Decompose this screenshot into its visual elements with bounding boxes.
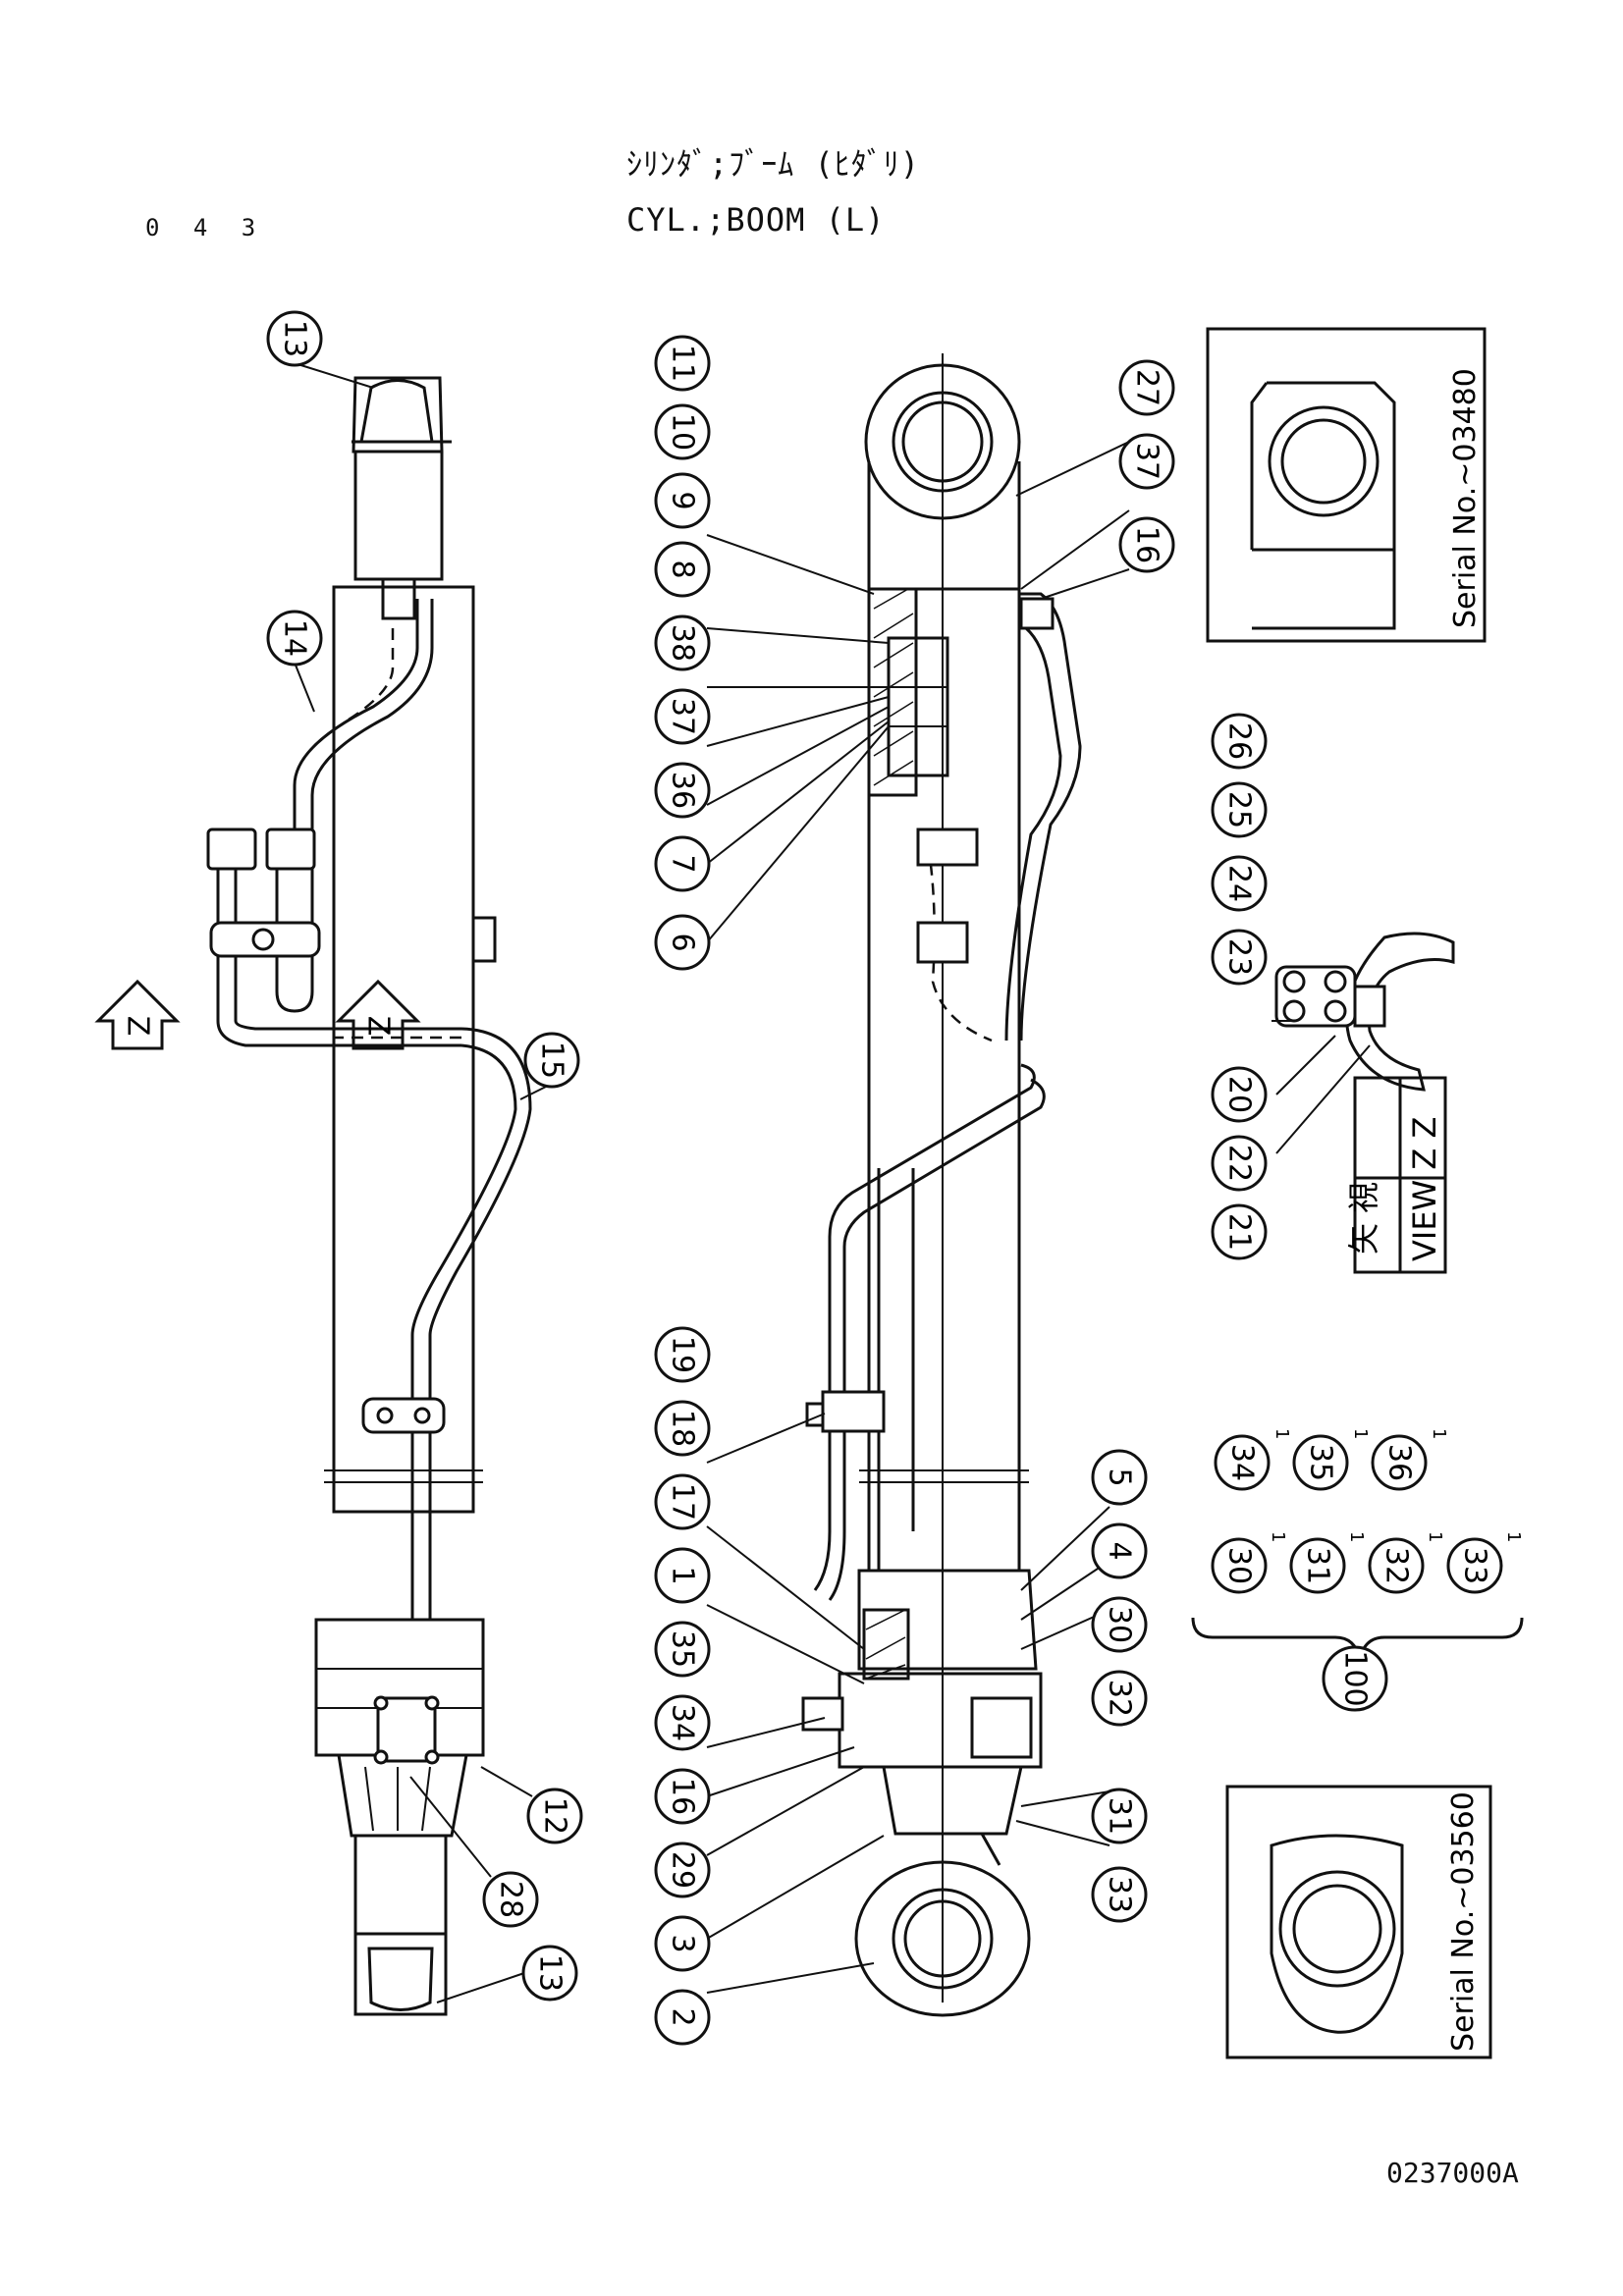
balloon: 5 [1103, 1468, 1137, 1486]
balloon: 33 [1458, 1547, 1492, 1584]
balloon: 13 [278, 320, 312, 357]
balloon: 27 [1130, 369, 1164, 406]
document-code: 0237000A [1386, 2157, 1519, 2189]
kit-number: 100 [1338, 1650, 1373, 1706]
kit-superscript: 1 [1425, 1531, 1445, 1542]
balloon: 12 [538, 1797, 572, 1835]
balloon: 3 [666, 1934, 700, 1952]
balloon: 36 [1382, 1444, 1417, 1481]
balloons-main-bottom: 1 35 34 16 29 3 2 5 4 30 32 31 33 [654, 1449, 1148, 2046]
balloon: 21 [1222, 1213, 1257, 1251]
balloon: 19 [666, 1336, 700, 1373]
balloon: 16 [1130, 526, 1164, 563]
balloon: 30 [1103, 1606, 1137, 1643]
balloon: 30 [1222, 1547, 1257, 1584]
balloon: 29 [666, 1851, 700, 1889]
balloon: 25 [1222, 791, 1257, 828]
balloon: 26 [1222, 722, 1257, 760]
view-zz-detail: 矢 視 VIEW Z Z [1274, 932, 1455, 1274]
leader-lines [294, 362, 1371, 2003]
balloons-kit-row2: 30 31 32 33 1 1 1 1 [1211, 1531, 1524, 1594]
balloon: 20 [1222, 1076, 1257, 1113]
kit-superscript: 1 [1503, 1531, 1524, 1542]
balloons-kit-row1: 34 35 36 1 1 1 [1214, 1428, 1449, 1491]
page-number: 0 4 3 [145, 214, 266, 241]
balloon: 13 [533, 1954, 568, 1992]
balloon: 34 [666, 1704, 700, 1741]
left-cylinder-view [94, 376, 532, 2016]
main-cylinder-section [801, 353, 1082, 2017]
balloon: 1 [666, 1566, 700, 1584]
kit-superscript: 1 [1346, 1531, 1367, 1542]
balloon: 23 [1222, 938, 1257, 976]
view-zz-label-jp: 矢 視 [1345, 1182, 1382, 1255]
balloon: 34 [1225, 1444, 1260, 1481]
kit-superscript: 1 [1268, 1531, 1288, 1542]
balloons-main-right: 27 37 16 [1118, 359, 1175, 573]
serial-note-top: Serial No.~03480 [1448, 368, 1483, 628]
balloon: 35 [666, 1630, 700, 1668]
balloon: 14 [278, 619, 312, 657]
kit-superscript: 1 [1429, 1428, 1449, 1439]
balloon: 15 [535, 1041, 569, 1079]
balloon: 33 [1103, 1876, 1137, 1913]
balloon-kit-100: 100 [1322, 1645, 1388, 1712]
view-arrow-label: Z [121, 1016, 155, 1037]
serial-box-top: Serial No.~03480 [1206, 327, 1487, 643]
balloon: 10 [666, 413, 700, 451]
balloon: 32 [1380, 1547, 1414, 1584]
balloons-main-top: 11 10 9 8 38 37 36 7 6 [654, 335, 711, 971]
balloon: 31 [1103, 1797, 1137, 1835]
kit-superscript: 1 [1271, 1428, 1292, 1439]
balloon: 17 [666, 1483, 700, 1521]
title-english: CYL.;BOOM (L) [626, 201, 886, 239]
balloon: 36 [666, 772, 700, 809]
balloon: 37 [1130, 443, 1164, 480]
balloon: 7 [666, 854, 700, 873]
balloon: 24 [1222, 865, 1257, 902]
kit-superscript: 1 [1350, 1428, 1371, 1439]
balloon: 6 [666, 933, 700, 951]
balloon: 22 [1222, 1145, 1257, 1182]
balloon: 31 [1301, 1547, 1335, 1584]
view-zz-label-en: VIEW Z Z [1406, 1117, 1443, 1261]
balloon: 28 [494, 1881, 528, 1918]
view-arrow-label: Z [361, 1016, 396, 1037]
serial-box-bottom: Serial No.~03560 [1225, 1785, 1492, 2059]
balloon: 37 [666, 698, 700, 735]
title-japanese: ｼﾘﾝﾀﾞ;ﾌﾞｰﾑ (ﾋﾀﾞﾘ) [626, 145, 921, 183]
balloon: 38 [666, 624, 700, 662]
balloon: 35 [1304, 1444, 1338, 1481]
balloon: 8 [666, 560, 700, 578]
balloon: 18 [666, 1410, 700, 1447]
balloons-left-view: 13 14 15 12 28 13 [266, 310, 583, 2002]
balloon: 16 [666, 1778, 700, 1815]
balloon: 32 [1103, 1680, 1137, 1717]
balloon: 4 [1103, 1541, 1137, 1560]
balloon: 2 [666, 2007, 700, 2026]
balloons-view-zz: 26 25 24 23 20 22 21 [1211, 713, 1268, 1260]
balloon: 9 [666, 491, 700, 509]
serial-note-bottom: Serial No.~03560 [1446, 1791, 1481, 2052]
balloon: 11 [666, 345, 700, 382]
balloons-main-mid: 19 18 17 [654, 1326, 711, 1530]
